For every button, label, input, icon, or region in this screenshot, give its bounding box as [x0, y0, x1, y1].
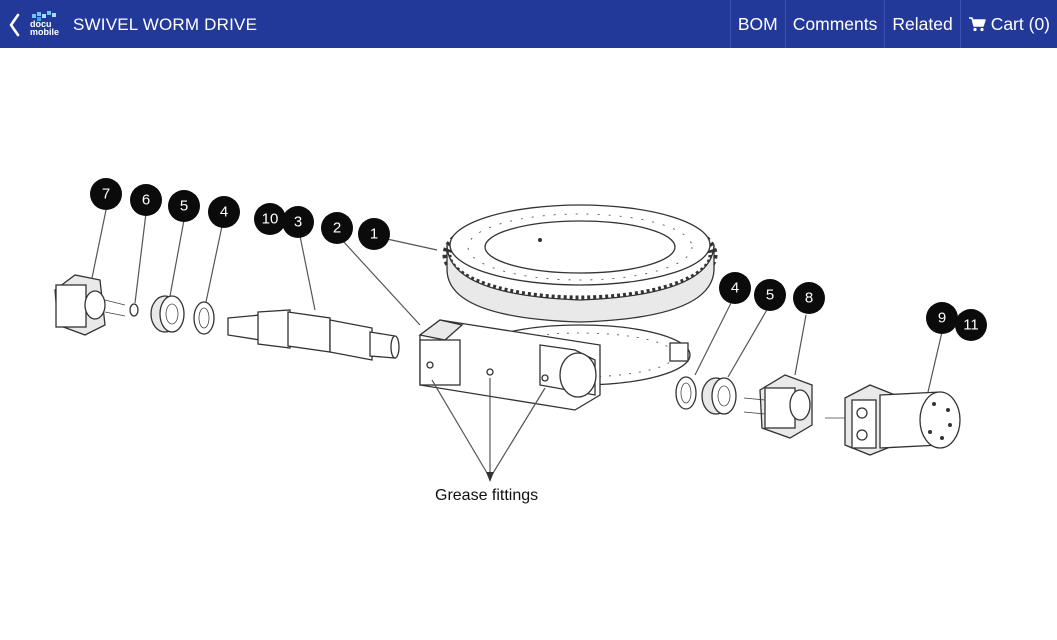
- leader-lines: [91, 209, 943, 482]
- callout-8-label: 8: [805, 290, 813, 307]
- bom-button[interactable]: BOM: [729, 0, 785, 48]
- callout-6[interactable]: 6: [130, 184, 162, 216]
- comments-button[interactable]: Comments: [784, 0, 885, 48]
- callout-4-label: 4: [220, 204, 228, 221]
- callout-4-right-label: 4: [731, 280, 739, 297]
- comments-label: Comments: [792, 13, 878, 34]
- page-title: SWIVEL WORM DRIVE: [73, 15, 258, 34]
- back-button[interactable]: docu mobile: [6, 10, 59, 40]
- left-spacer[interactable]: [193, 301, 215, 335]
- cart-button[interactable]: Cart (0): [959, 0, 1057, 48]
- adapter-plate[interactable]: [743, 374, 813, 439]
- callout-11[interactable]: 11: [955, 309, 987, 341]
- chevron-left-icon: [9, 13, 20, 37]
- app-logo: docu mobile: [24, 10, 62, 40]
- callout-4-right[interactable]: 4: [719, 272, 751, 304]
- logo-dots-icon: [32, 11, 56, 21]
- right-bearing[interactable]: [701, 377, 737, 415]
- hydraulic-motor[interactable]: [825, 384, 961, 456]
- right-spacer[interactable]: [675, 376, 697, 410]
- worm-shaft[interactable]: [227, 309, 400, 361]
- callout-3-label: 3: [294, 214, 302, 231]
- seal-washer[interactable]: [129, 303, 139, 317]
- callout-10-label: 10: [262, 211, 279, 228]
- callout-4[interactable]: 4: [208, 196, 240, 228]
- related-label: Related: [892, 13, 953, 34]
- grease-fittings-label: Grease fittings: [435, 487, 538, 504]
- worm-housing[interactable]: [418, 319, 691, 411]
- callout-9[interactable]: 9: [926, 302, 958, 334]
- callout-5-right-label: 5: [766, 287, 774, 304]
- callout-3[interactable]: 3: [282, 206, 314, 238]
- callout-7-label: 7: [102, 186, 110, 203]
- cart-label: Cart (0): [990, 13, 1050, 34]
- logo-text-top: docu: [30, 19, 52, 29]
- slewing-ring-gear[interactable]: [442, 204, 718, 323]
- callout-6-label: 6: [142, 192, 150, 209]
- callout-1[interactable]: 1: [358, 218, 390, 250]
- top-app-bar: docu mobile SWIVEL WORM DRIVE BOM Commen…: [0, 0, 1057, 48]
- callout-10[interactable]: 10: [254, 203, 286, 235]
- callout-2[interactable]: 2: [321, 212, 353, 244]
- top-nav: BOM Comments Related Cart (0): [729, 0, 1057, 48]
- callout-9-label: 9: [938, 310, 946, 327]
- left-bearing[interactable]: [150, 295, 185, 333]
- callout-11-label: 11: [963, 317, 979, 334]
- callout-5-right[interactable]: 5: [754, 279, 786, 311]
- callout-5-label: 5: [180, 198, 188, 215]
- cart-icon: [968, 17, 986, 32]
- callout-5[interactable]: 5: [168, 190, 200, 222]
- logo-text-bottom: mobile: [30, 27, 60, 37]
- exploded-parts-diagram: 7 6 5 4 10 3 2 1 4 5 8 9 11 Grease fitti…: [54, 178, 987, 504]
- callout-1-label: 1: [370, 226, 378, 243]
- bom-label: BOM: [737, 13, 778, 34]
- left-end-cap[interactable]: [54, 274, 126, 336]
- callout-7[interactable]: 7: [90, 178, 122, 210]
- callout-2-label: 2: [333, 220, 341, 237]
- callout-8[interactable]: 8: [793, 282, 825, 314]
- related-button[interactable]: Related: [884, 0, 959, 48]
